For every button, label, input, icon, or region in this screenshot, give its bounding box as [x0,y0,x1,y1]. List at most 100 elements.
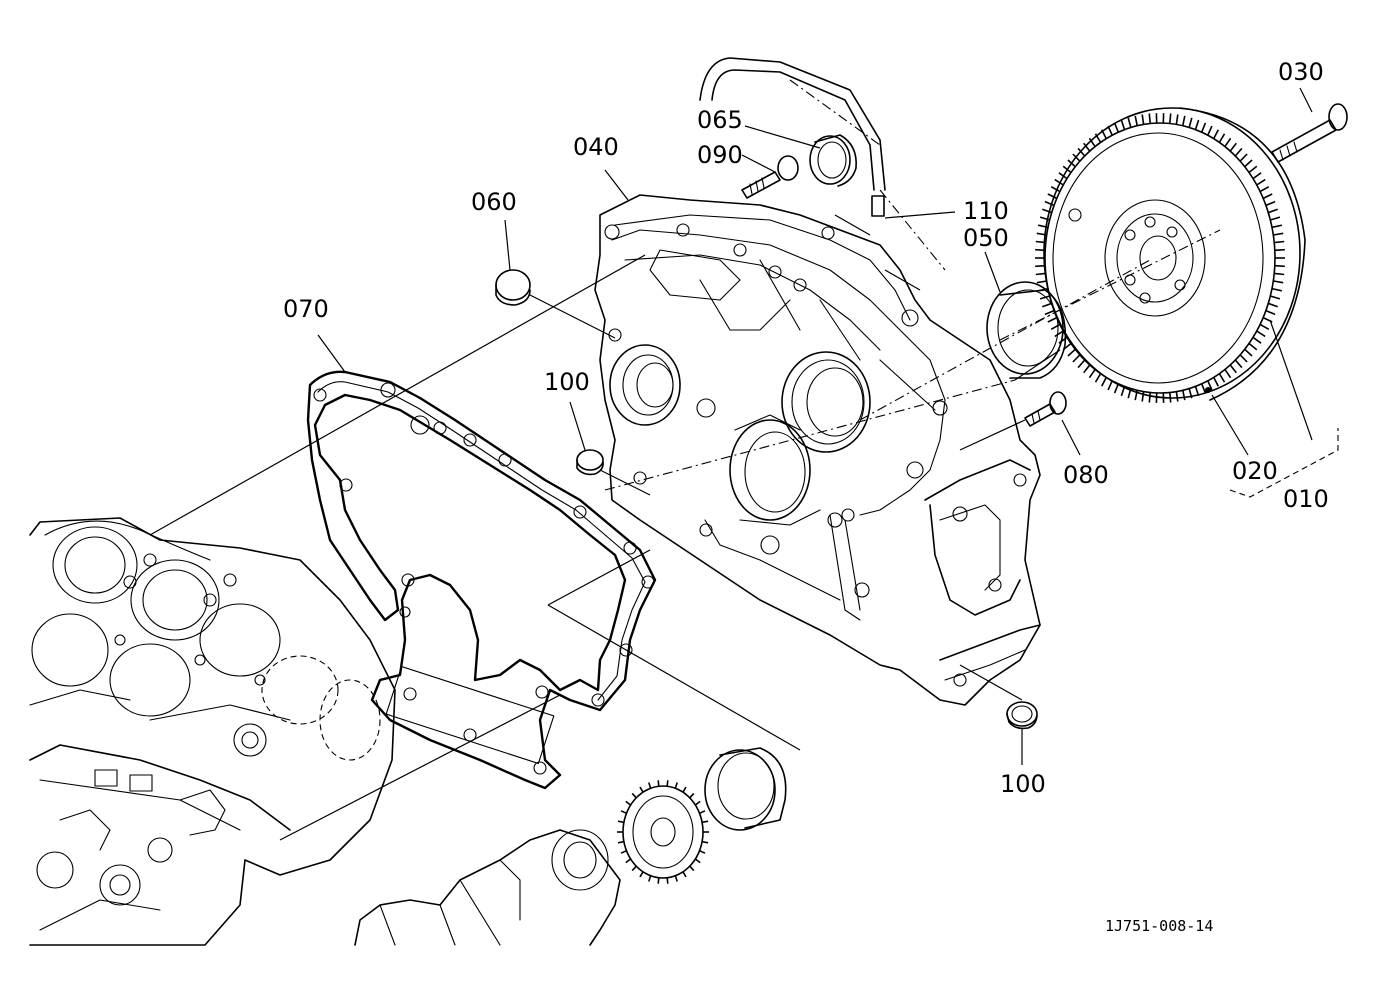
gear-tooth [1148,392,1151,403]
gear-tooth [1175,391,1179,402]
label-065: 065 [697,106,743,134]
gear-case-040-drawing [594,194,1041,706]
gasket-070-drawing [306,370,657,790]
gear-tooth [1270,216,1281,221]
gear-tooth [1038,224,1049,229]
gear-tooth [1148,113,1151,124]
label-020: 020 [1232,457,1278,485]
flywheel-drawing [1035,107,1306,403]
gear-tooth [1182,115,1186,126]
gear-tooth [1265,309,1276,316]
label-050: 050 [963,224,1009,252]
plug-100-upper-drawing [576,449,604,476]
gear-tooth [1175,114,1179,125]
gear-tooth [639,871,644,878]
gear-tooth [1067,348,1076,357]
drawing-number: 1J751-008-14 [1105,917,1213,935]
gear-tooth [1083,142,1091,152]
gear-tooth [648,782,652,789]
assembly-lines [149,79,1339,841]
gear-tooth [1169,113,1172,124]
gear-tooth [1042,208,1052,214]
gear-tooth [1072,354,1081,363]
gear-tooth [1100,129,1108,139]
gear-tooth [1274,240,1285,244]
gear-tooth [1262,193,1273,200]
crank-sleeve-drawing [704,747,787,831]
gear-tooth [1182,390,1186,401]
crank-gear-drawing [617,780,709,884]
gear-tooth [1207,380,1213,391]
label-030: 030 [1278,58,1324,86]
gear-tooth [1188,388,1193,399]
gear-tooth [1270,295,1281,300]
gear-tooth [1188,117,1193,128]
gear-tooth [1268,302,1278,308]
gear-tooth [617,820,625,824]
gear-tooth [1035,240,1046,244]
gear-tooth [1050,323,1061,330]
gear-tooth [1218,133,1226,143]
gear-tooth [1054,178,1064,186]
gear-tooth [1077,359,1086,369]
gear-tooth [1200,383,1207,394]
engine-block-drawing [29,517,396,946]
gear-tooth [1077,147,1086,157]
flywheel-ring-teeth [1035,113,1285,403]
gear-tooth [1134,390,1138,401]
gear-tooth [1035,264,1046,268]
gear-tooth [694,858,701,864]
gear-tooth [1252,336,1262,344]
gear-tooth [1224,137,1232,148]
gear-tooth [1044,200,1055,207]
gear-tooth [701,840,709,844]
bolt-080-drawing [1024,391,1067,427]
gear-tooth [1035,272,1046,276]
gear-tooth [1271,224,1282,229]
gear-tooth [1113,122,1120,133]
gear-tooth [1218,373,1226,383]
gear-tooth [1271,287,1282,292]
gear-tooth [1067,159,1076,168]
gear-tooth [701,820,709,824]
gear-tooth [1200,122,1207,133]
label-090: 090 [697,141,743,169]
gear-tooth [1058,336,1068,344]
label-040: 040 [573,133,619,161]
label-070: 070 [283,295,329,323]
gear-tooth [1134,115,1138,126]
gear-tooth [1224,368,1232,379]
gear-tooth [1042,302,1052,308]
gear-tooth [1094,133,1102,143]
gear-tooth [1194,119,1200,130]
gear-tooth [1207,125,1213,136]
label-060: 060 [471,188,517,216]
gear-tooth [674,875,678,882]
gear-tooth [1113,383,1120,394]
gear-tooth [1259,186,1270,193]
gear-tooth [1265,200,1276,207]
gear-tooth [1239,354,1248,363]
gear-tooth [1062,342,1072,351]
gear-tooth [625,800,632,806]
part-labels: 030 065 040 090 060 110 050 070 100 080 … [283,58,1329,935]
gear-tooth [639,786,644,793]
gear-tooth [1036,232,1047,236]
gear-tooth [1039,216,1050,221]
gear-tooth [1094,373,1102,383]
gear-tooth [689,865,695,872]
gear-tooth [1274,264,1285,268]
gear-tooth [1120,386,1126,397]
gear-tooth [1274,248,1285,252]
gear-tooth [699,810,706,815]
seal-065-drawing [809,134,857,187]
gear-tooth [674,782,678,789]
gear-tooth [682,871,687,878]
label-010: 010 [1283,485,1329,513]
gear-tooth [1212,377,1220,387]
gear-tooth [1244,159,1253,168]
gear-tooth [1062,165,1072,174]
gear-tooth [1256,330,1266,338]
gear-tooth [1088,137,1096,148]
